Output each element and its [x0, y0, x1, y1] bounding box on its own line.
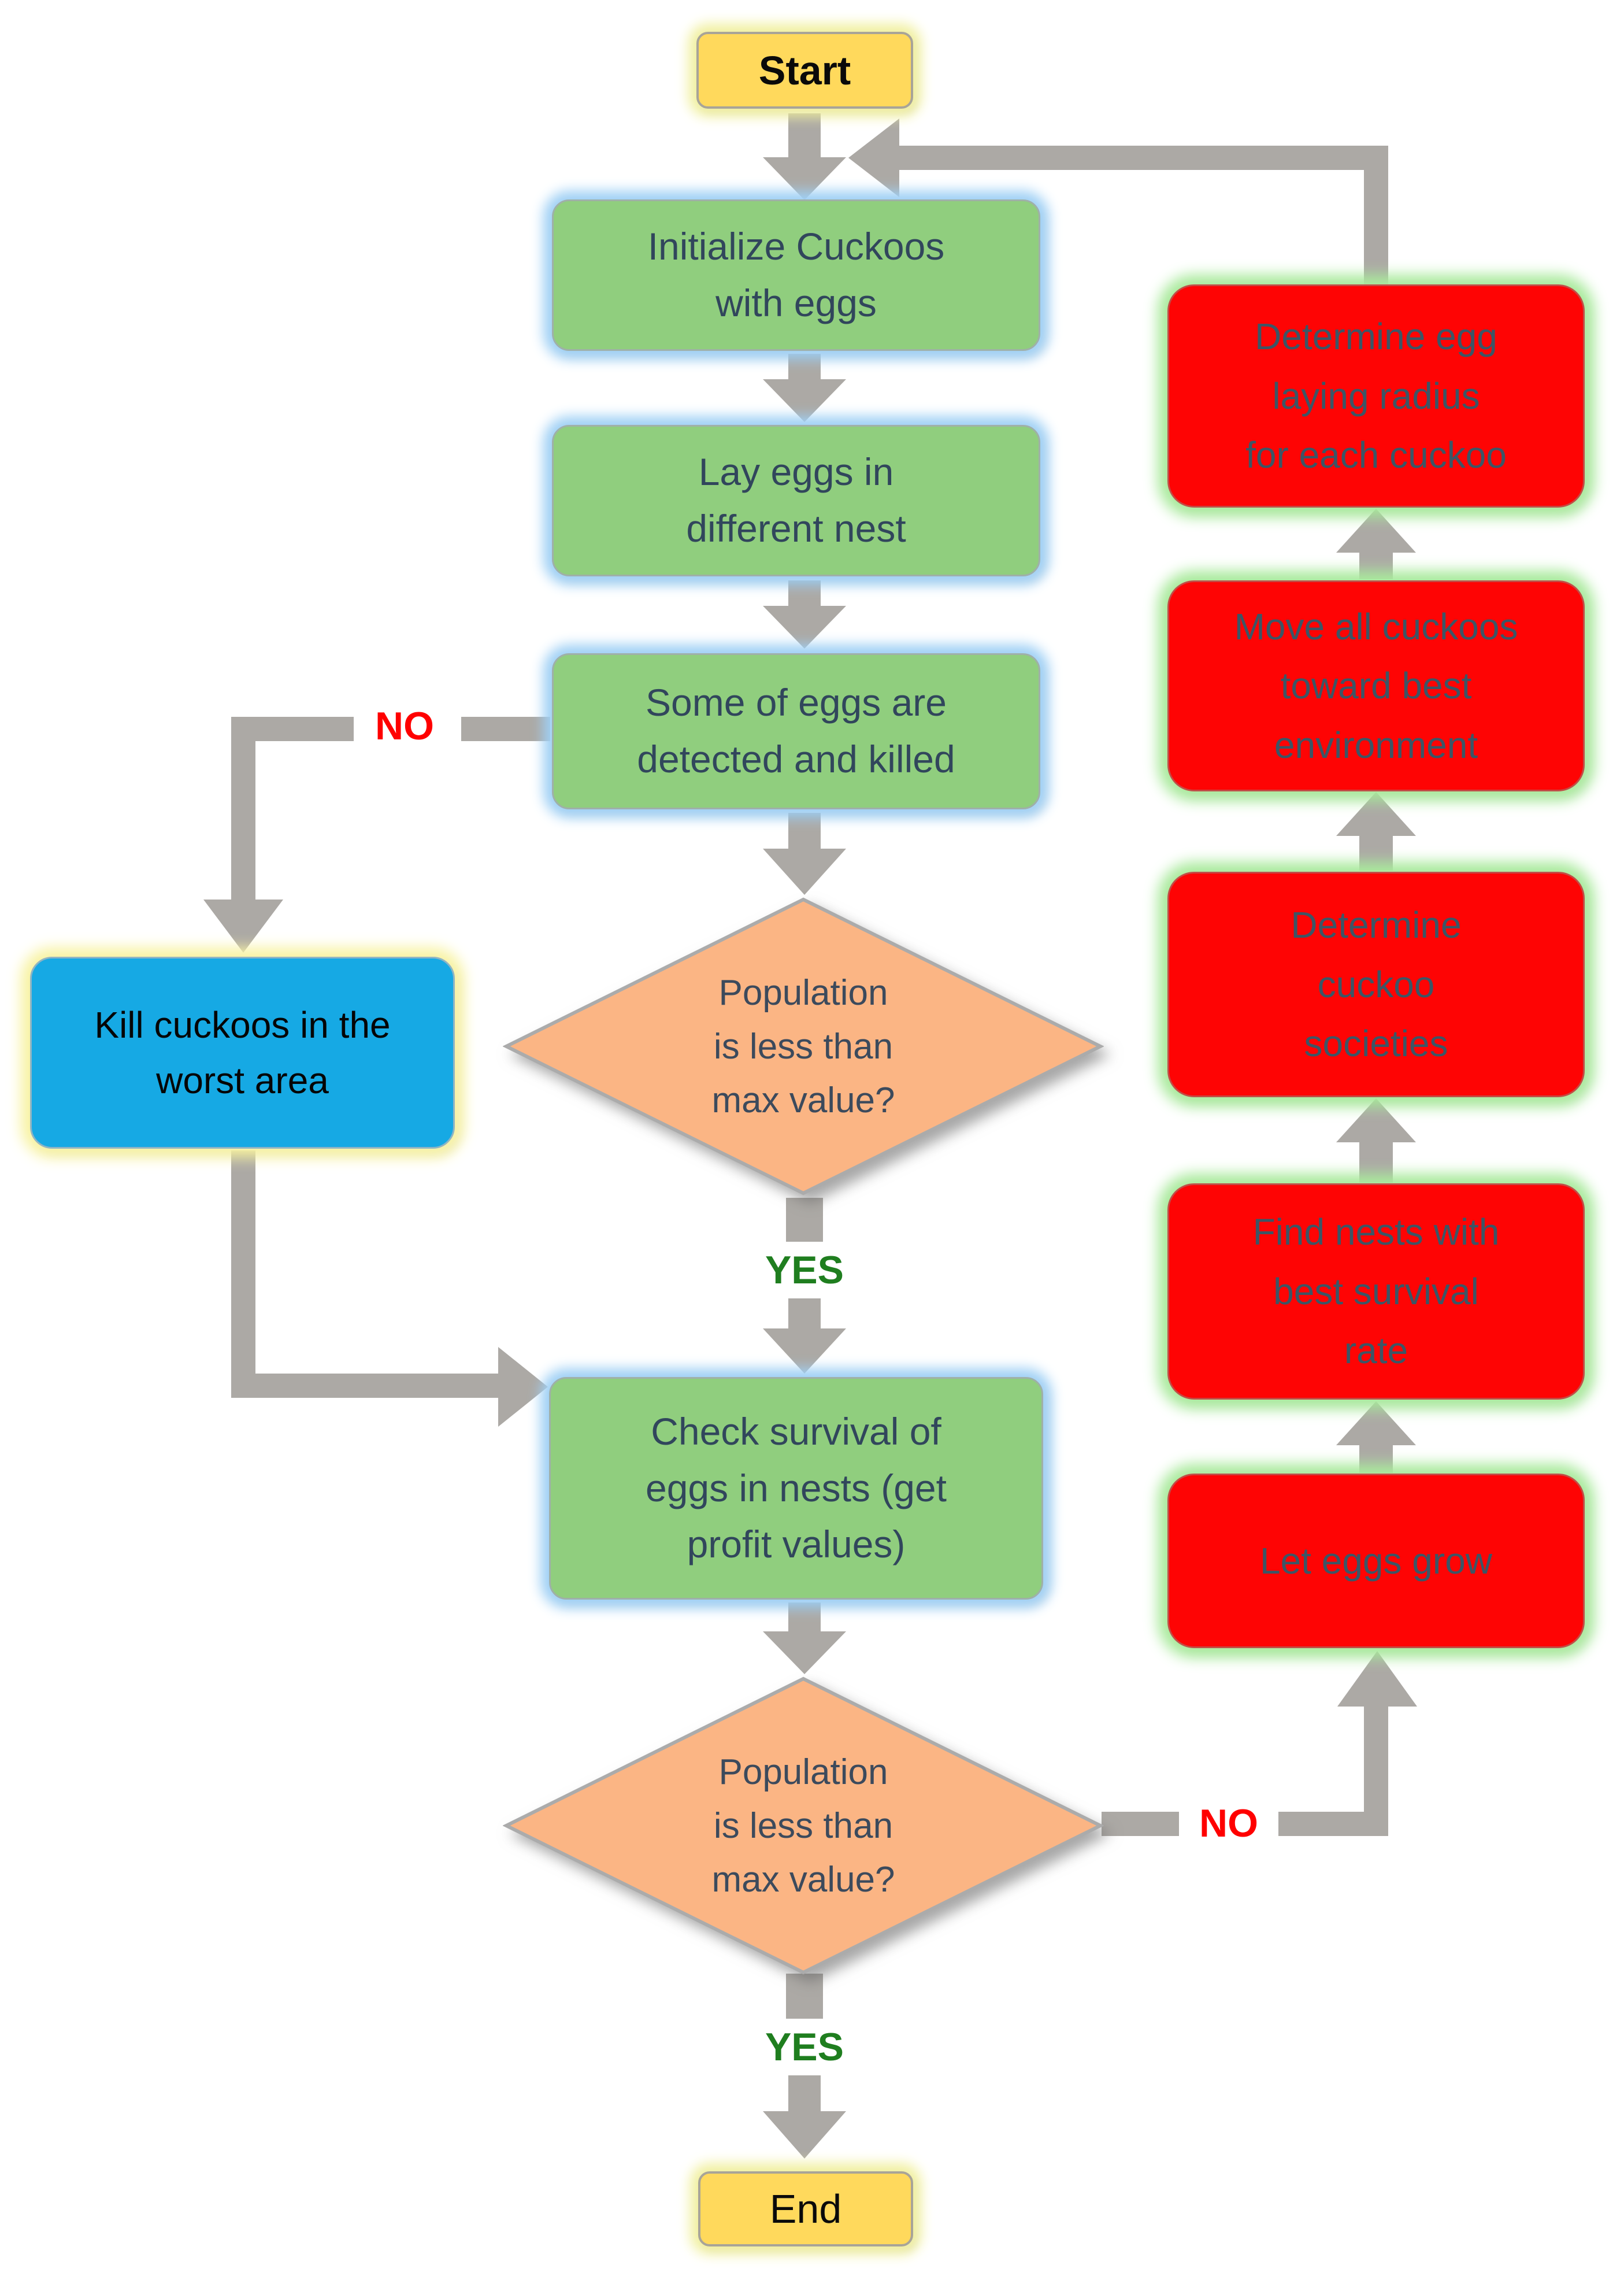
node-lay-eggs: Lay eggs in different nest — [552, 425, 1040, 576]
node-let-eggs-grow: Let eggs grow — [1167, 1474, 1585, 1648]
node-find-nests-label: Find nests with best survival rate — [1252, 1211, 1500, 1372]
node-end-label: End — [769, 2186, 842, 2231]
arrow-move-to-radius — [1336, 509, 1416, 579]
arrow-detected-to-decision1 — [763, 813, 846, 895]
stub-decision1-bottom — [786, 1198, 823, 1242]
decision-population-2: Population is less than max value? — [503, 1675, 1104, 1976]
node-cuckoo-societies-label: Determine cuckoo societies — [1291, 904, 1462, 1065]
node-initialize-cuckoos: Initialize Cuckoos with eggs — [552, 199, 1040, 351]
edge-label-no-2: NO — [1199, 1801, 1258, 1845]
node-kill-cuckoos: Kill cuckoos in the worst area — [30, 957, 455, 1149]
edge-label-no-1: NO — [375, 704, 434, 748]
line-no-from-detected — [461, 717, 550, 741]
arrow-no2-to-let-grow — [1278, 1651, 1417, 1836]
node-let-eggs-grow-label: Let eggs grow — [1259, 1539, 1493, 1582]
node-initialize-cuckoos-label: Initialize Cuckoos with eggs — [647, 225, 945, 324]
arrow-grow-to-find — [1336, 1401, 1416, 1473]
arrow-find-to-societies — [1336, 1098, 1416, 1183]
arrow-lay-to-detected — [763, 580, 846, 649]
arrow-check-to-decision2 — [763, 1602, 846, 1674]
arrow-no-to-kill — [203, 717, 354, 953]
node-start-label: Start — [758, 47, 851, 93]
decision-population-1-label: Population is less than max value? — [711, 972, 895, 1120]
node-end: End — [698, 2171, 913, 2246]
arrow-feedback-loop-to-top — [848, 119, 1388, 288]
node-cuckoo-societies: Determine cuckoo societies — [1167, 872, 1585, 1097]
decision-population-2-shape — [503, 1676, 1104, 1975]
stub-decision2-bottom — [786, 1974, 823, 2019]
node-egg-radius-label: Determine egg laying radius for each cuc… — [1245, 316, 1507, 476]
decision-population-2-label: Population is less than max value? — [711, 1752, 895, 1900]
node-check-survival-label: Check survival of eggs in nests (get pro… — [646, 1409, 947, 1566]
arrow-kill-to-check — [231, 1150, 548, 1427]
node-lay-eggs-label: Lay eggs in different nest — [686, 450, 906, 550]
node-check-survival: Check survival of eggs in nests (get pro… — [549, 1377, 1043, 1600]
node-move-cuckoos: Move all cuckoos toward best environment — [1167, 580, 1585, 791]
node-find-nests: Find nests with best survival rate — [1167, 1183, 1585, 1400]
arrow-yes1-to-check — [763, 1298, 846, 1374]
node-move-cuckoos-label: Move all cuckoos toward best environment — [1234, 605, 1518, 766]
stub-decision2-right — [1102, 1812, 1179, 1836]
edge-label-yes-2: YES — [765, 2025, 844, 2069]
arrow-yes2-to-end — [763, 2075, 846, 2159]
decision-population-1-shape — [503, 897, 1104, 1195]
node-egg-radius: Determine egg laying radius for each cuc… — [1167, 284, 1585, 508]
node-eggs-detected-label: Some of eggs are detected and killed — [637, 681, 955, 780]
node-eggs-detected: Some of eggs are detected and killed — [552, 653, 1040, 809]
decision-population-1: Population is less than max value? — [503, 896, 1104, 1197]
edge-label-yes-1: YES — [765, 1248, 844, 1292]
node-kill-cuckoos-label: Kill cuckoos in the worst area — [94, 1004, 391, 1101]
node-start: Start — [696, 32, 913, 109]
arrow-initialize-to-lay — [763, 354, 846, 422]
arrow-start-to-initialize — [763, 113, 846, 200]
arrow-societies-to-move — [1336, 792, 1416, 871]
